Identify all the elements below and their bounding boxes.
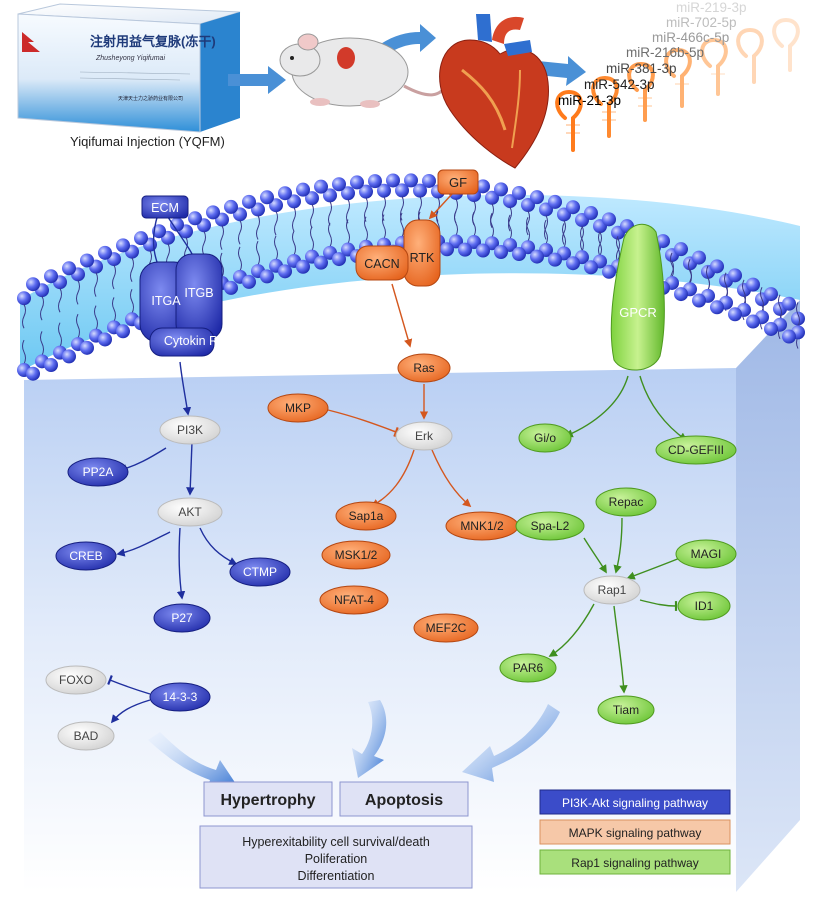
bad-node: BAD: [74, 729, 99, 743]
drug-caption: Yiqifumai Injection (YQFM): [70, 134, 225, 149]
drug-box-title: 注射用益气复脉(冻干): [90, 34, 216, 49]
id1-node: ID1: [695, 599, 714, 613]
convergence-arrows: [148, 700, 560, 792]
drug-box-company: 天津天士力之骄药业有限公司: [118, 95, 183, 102]
hypertrophy-box: Hypertrophy: [220, 792, 315, 809]
legend-rap1: Rap1 signaling pathway: [571, 856, 698, 870]
rap1-node: Rap1: [598, 583, 627, 597]
cdgef-node: CD-GEFIII: [668, 443, 724, 457]
outcome-boxes: Hypertrophy Apoptosis Hyperexitability c…: [199, 781, 473, 889]
mirna-label: miR-466c-5p: [652, 30, 729, 45]
gpcr-receptor: GPCR: [610, 223, 665, 371]
mirna-label: miR-21-3p: [558, 93, 621, 108]
itgb-node: ITGB: [184, 286, 213, 300]
mnk12-node: MNK1/2: [460, 519, 504, 533]
heart-icon: [439, 14, 549, 169]
creb-node: CREB: [69, 549, 102, 563]
erk-node: Erk: [415, 429, 434, 443]
p27-node: P27: [171, 611, 193, 625]
legend-pi3k: PI3K-Akt signaling pathway: [562, 796, 708, 810]
cytokin-node: Cytokin R: [164, 334, 218, 348]
apoptosis-box: Apoptosis: [365, 792, 443, 809]
gf-node: GF: [449, 175, 467, 190]
pi3k-node: PI3K: [177, 423, 203, 437]
outcome-line-3: Differentiation: [298, 869, 375, 883]
legend: PI3K-Akt signaling pathway MAPK signalin…: [539, 789, 731, 875]
cacn-node: CACN: [364, 257, 399, 271]
repac-node: Repac: [609, 495, 644, 509]
drug-caption-wrap: Yiqifumai Injection (YQFM): [70, 134, 225, 149]
mirna-label: miR-219-3p: [676, 0, 747, 15]
sap1a-node: Sap1a: [349, 509, 384, 523]
mirna-label: miR-381-3p: [606, 61, 677, 76]
tiam-node: Tiam: [613, 703, 639, 717]
outcome-line-2: Poliferation: [305, 852, 368, 866]
magi-node: MAGI: [691, 547, 722, 561]
mkp-node: MKP: [285, 401, 311, 415]
pi3k-akt-nodes: PI3K PP2A AKT CREB CTMP P27 FOXO 14-3-3 …: [45, 415, 291, 751]
mirna-label: miR-216b-5p: [626, 45, 704, 60]
mirna-label: miR-702-5p: [666, 15, 737, 30]
mef2c-node: MEF2C: [426, 621, 467, 635]
ctmp-node: CTMP: [243, 565, 277, 579]
drug-box-pinyin: Zhusheyong Yiqifumai: [95, 55, 165, 62]
pp2a-node: PP2A: [83, 465, 114, 479]
par6-node: PAR6: [513, 661, 544, 675]
rtk-receptor: GF RTK CACN: [355, 169, 479, 287]
akt-node: AKT: [178, 505, 202, 519]
rat-icon: [279, 33, 450, 108]
rap1-nodes: Gi/o CD-GEFIII Repac Spa-L2 MAGI Rap1 ID…: [499, 423, 737, 725]
mapk-nodes: Ras MKP Erk Sap1a MNK1/2 MSK1/2 NFAT-4 M…: [267, 353, 519, 643]
rtk-node: RTK: [410, 251, 435, 265]
msk12-node: MSK1/2: [335, 548, 378, 562]
itga-node: ITGA: [151, 294, 181, 308]
drug-box: 注射用益气复脉(冻干) Zhusheyong Yiqifumai 天津天士力之骄…: [17, 3, 241, 133]
gpcr-node: GPCR: [619, 305, 657, 320]
ras-node: Ras: [413, 361, 434, 375]
pi3k-arrows: [107, 361, 238, 724]
gio-node: Gi/o: [534, 431, 556, 445]
mirna-hairpins: [555, 17, 800, 152]
legend-mapk: MAPK signaling pathway: [569, 826, 702, 840]
integrin-receptor: ECM ITGA ITGB Cytokin R: [139, 195, 223, 357]
outcome-line-1: Hyperexitability cell survival/death: [242, 835, 430, 849]
p1433-node: 14-3-3: [163, 690, 198, 704]
foxo-node: FOXO: [59, 673, 93, 687]
ecm-node: ECM: [151, 201, 179, 215]
nfat4-node: NFAT-4: [334, 593, 374, 607]
mirna-label: miR-542-3p: [584, 77, 655, 92]
rap1-arrows: [548, 375, 688, 694]
mirna-labels: miR-219-3p miR-702-5p miR-466c-5p miR-21…: [558, 0, 747, 108]
spal2-node: Spa-L2: [531, 519, 570, 533]
